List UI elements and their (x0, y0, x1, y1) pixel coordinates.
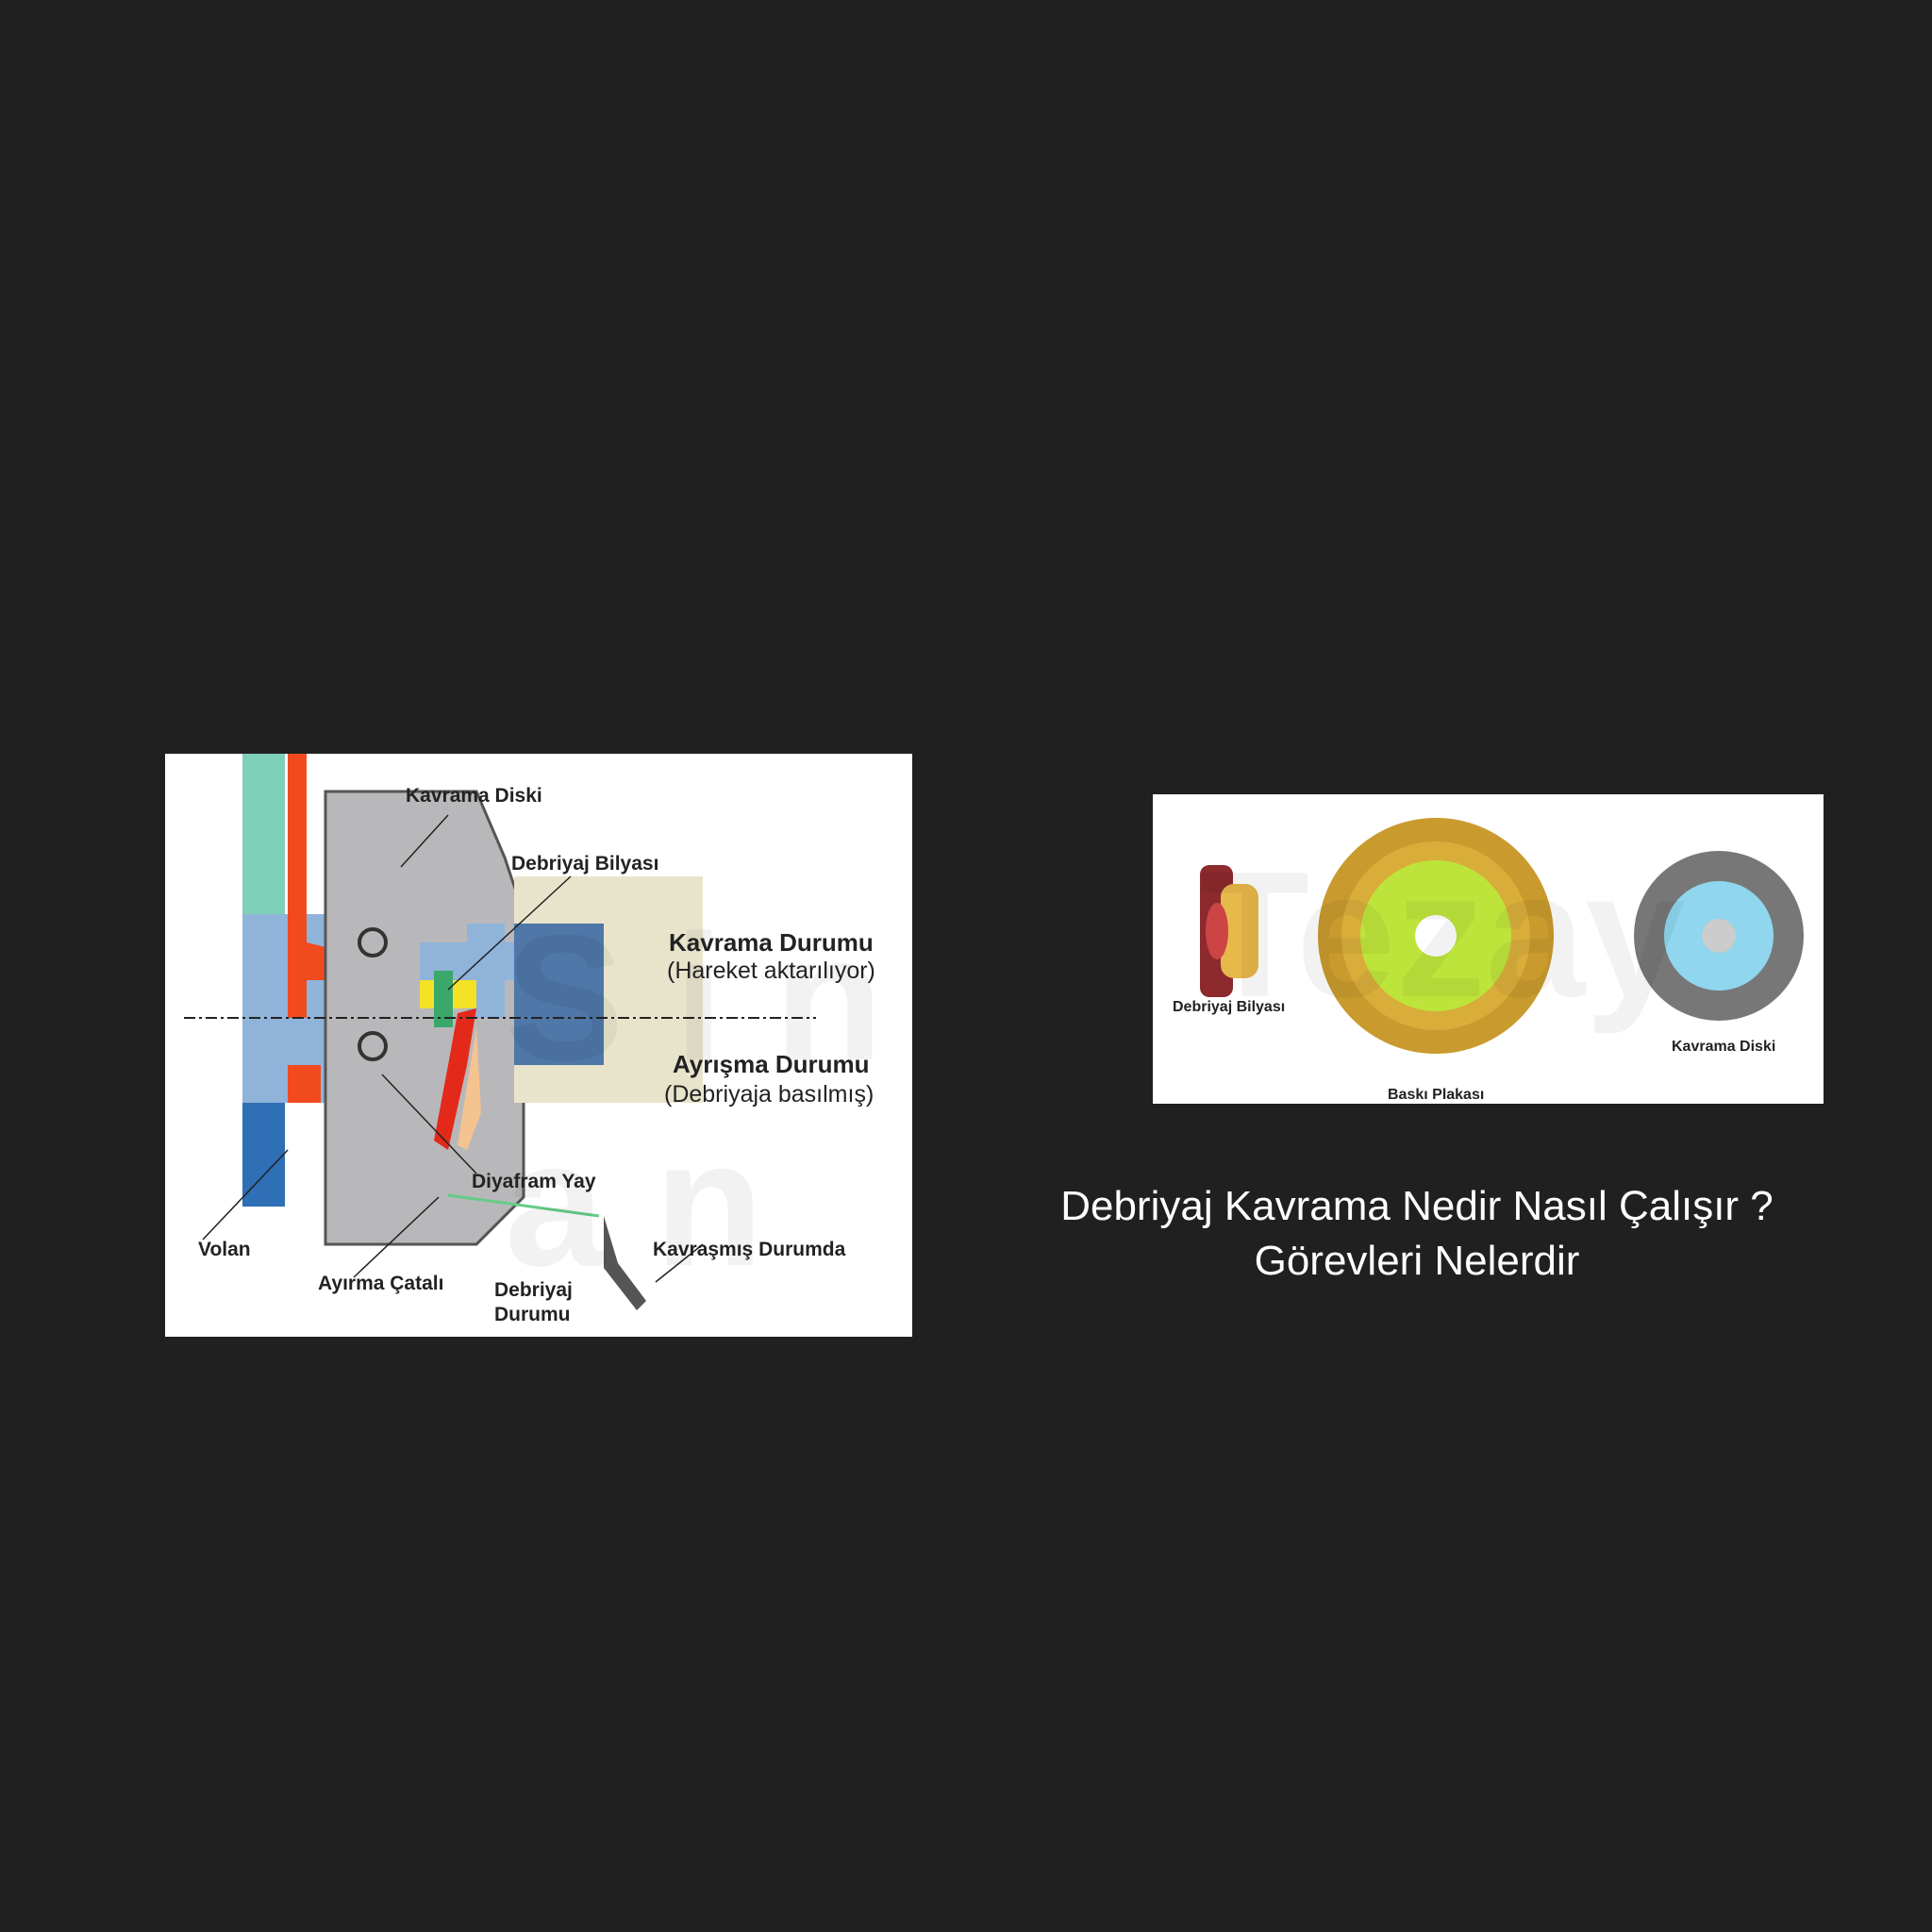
watermark: Tezay (1200, 835, 1685, 1035)
clutch-cross-section-diagram: S i n a n Kavrama Diski Debriyaj Bilyası… (165, 754, 912, 1337)
label-hareket-aktariliyor: (Hareket aktarılıyor) (667, 958, 875, 984)
pressure-plate-image (1318, 818, 1554, 1054)
label-kavrama-durumu: Kavrama Durumu (669, 928, 874, 957)
label-ayirma-catali: Ayırma Çatalı (318, 1273, 444, 1294)
clutch-parts-drawing (1200, 818, 1804, 1054)
label-baski-plakasi: Baskı Plakası (1388, 1087, 1485, 1103)
clutch-cross-section-drawing (184, 754, 816, 1310)
label-debriyaj-bilyasi: Debriyaj Bilyası (511, 853, 659, 874)
label-kavrama-diski: Kavrama Diski (406, 785, 542, 807)
watermark: S i n a n (505, 898, 884, 1304)
label-kavrasmis-durumda: Kavraşmış Durumda (653, 1239, 846, 1260)
clutch-disc-image (1634, 851, 1804, 1021)
label-debriyaj: Debriyaj (494, 1279, 573, 1301)
title-line-2: Görevleri Nelerdir (1254, 1238, 1580, 1284)
clutch-parts-diagram: Tezay Debriyaj Bilyası Baskı Plakası Kav… (1153, 794, 1824, 1104)
title-line-1: Debriyaj Kavrama Nedir Nasıl Çalışır ? (1060, 1183, 1774, 1229)
label-kavrama-diski: Kavrama Diski (1672, 1039, 1776, 1055)
label-ayrisma-durumu: Ayrışma Durumu (673, 1050, 870, 1078)
label-durumu: Durumu (494, 1304, 571, 1325)
label-volan: Volan (198, 1239, 251, 1260)
label-debriyaj-bilyasi: Debriyaj Bilyası (1173, 999, 1286, 1015)
page-title: Debriyaj Kavrama Nedir Nasıl Çalışır ? G… (1000, 1179, 1834, 1289)
label-diyafram-yay: Diyafram Yay (472, 1171, 596, 1192)
label-debriyaja-basilmis: (Debriyaja basılmış) (664, 1081, 874, 1108)
release-bearing-image (1200, 865, 1258, 997)
